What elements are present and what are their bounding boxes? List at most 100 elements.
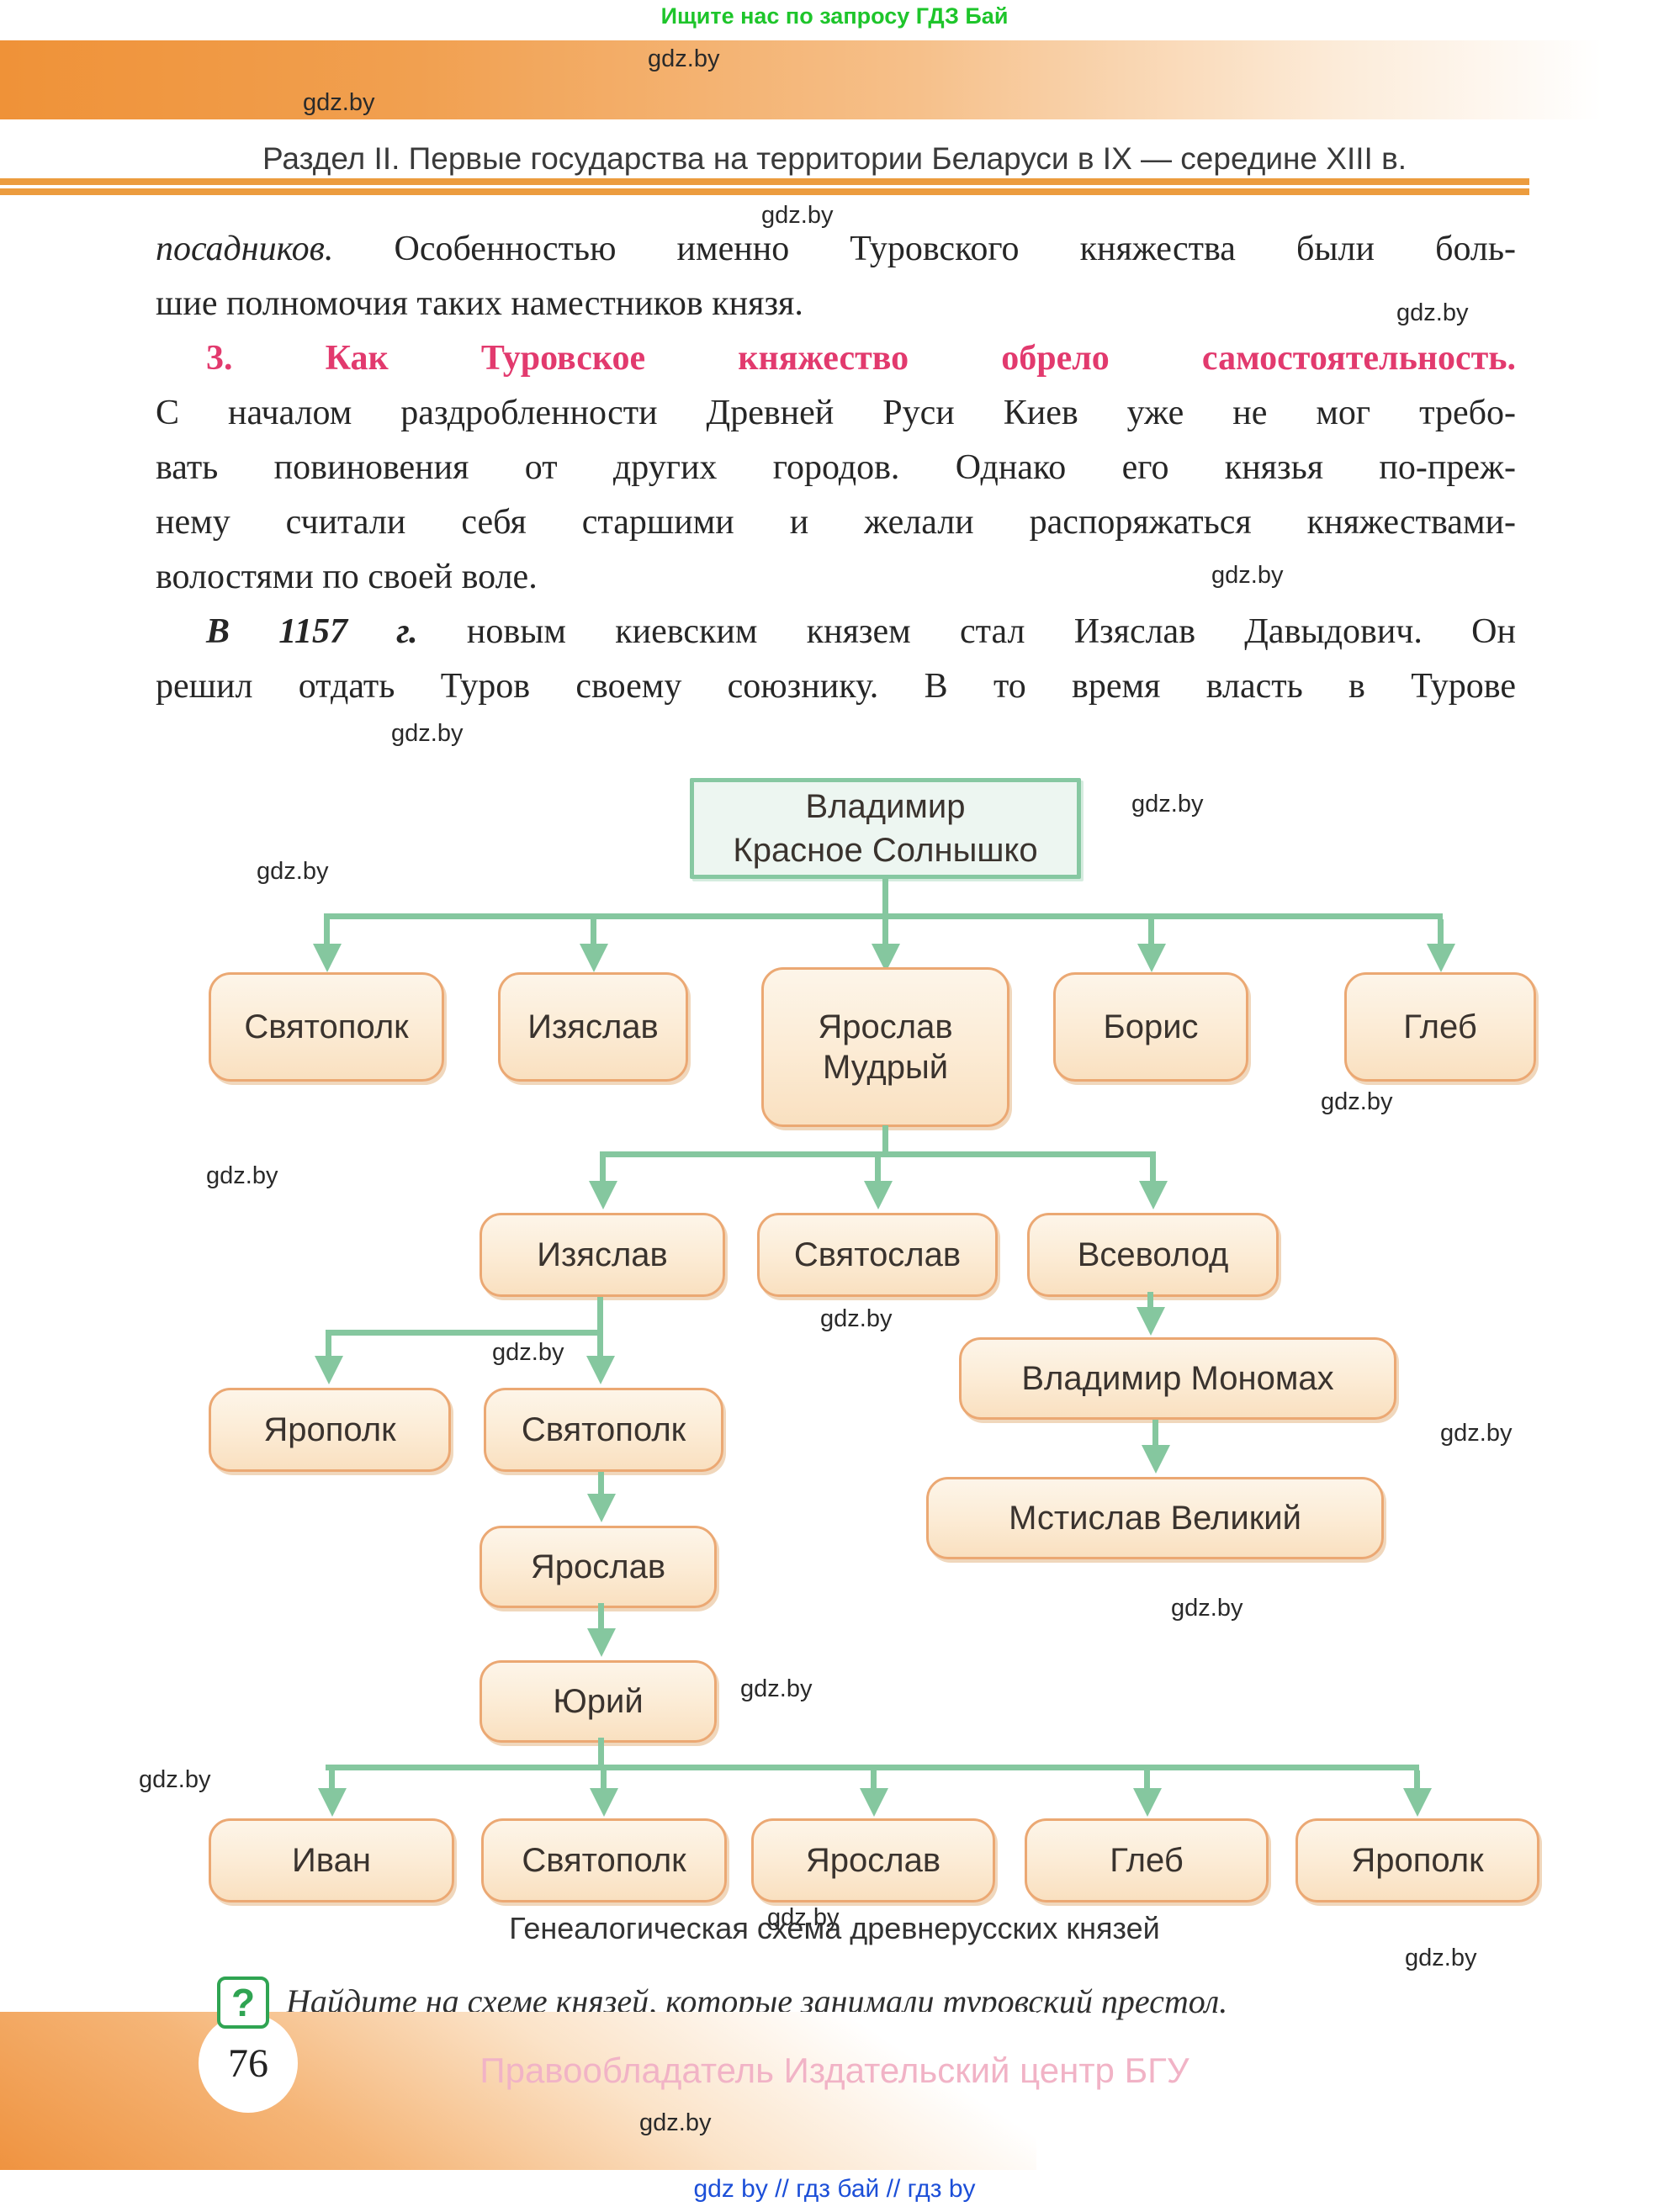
watermark-gdzby: gdz.by: [740, 1675, 813, 1702]
node-gleb-1: Глеб: [1344, 972, 1536, 1082]
connector-line: [1152, 1420, 1158, 1447]
node-mstislav-velikiy: Мстислав Великий: [926, 1477, 1384, 1559]
node-boris: Борис: [1053, 972, 1248, 1082]
arrowhead-down-icon: [1137, 944, 1166, 972]
node-vsevolod: Всеволод: [1027, 1213, 1279, 1297]
watermark-gdzby: gdz.by: [1321, 1088, 1393, 1115]
promo-banner: Ищите нас по запросу ГДЗ Бай: [660, 3, 1009, 29]
node-izyaslav-2: Изяслав: [480, 1213, 725, 1297]
node-svyatopolk-1: Святополк: [209, 972, 444, 1082]
divider-line: [0, 188, 1529, 195]
watermark-gdzby: gdz.by: [639, 2109, 712, 2136]
watermark-gdzby: gdz.by: [303, 89, 375, 116]
node-yaroslav-3: Ярослав: [480, 1526, 717, 1608]
date-bold-italic: В 1157 г.: [206, 612, 418, 651]
connector-line: [326, 1336, 331, 1357]
divider-line: [0, 178, 1529, 185]
connector-line: [598, 1603, 604, 1630]
copyright-text: Правообладатель Издательский центр БГУ: [480, 2051, 1189, 2090]
arrowhead-down-icon: [589, 1181, 617, 1209]
watermark-gdzby: gdz.by: [761, 202, 834, 229]
watermark-gdzby: gdz.by: [139, 1766, 211, 1793]
arrowhead-down-icon: [587, 1628, 616, 1657]
diagram-caption: Генеалогическая схема древнерусских княз…: [509, 1911, 1160, 1945]
node-yuri: Юрий: [480, 1660, 717, 1743]
connector-line: [1414, 1770, 1420, 1790]
paragraph-line: решил отдать Туров своему союзнику. В то…: [156, 667, 1516, 706]
connector-line: [591, 919, 596, 945]
node-svyatopolk-2: Святополк: [484, 1388, 723, 1472]
connector-line: [1147, 1292, 1153, 1309]
footer-gradient-block: [0, 2012, 1036, 2170]
node-ivan: Иван: [209, 1818, 454, 1902]
connector-line: [326, 1765, 1419, 1770]
watermark-gdzby: gdz.by: [767, 1904, 840, 1931]
footer-links[interactable]: gdz by // гдз бай // гдз by: [693, 2175, 976, 2203]
connector-line: [597, 1336, 603, 1357]
connector-line: [601, 1770, 607, 1790]
paragraph-line: вать повиновения от других городов. Одна…: [156, 448, 1516, 487]
connector-line: [324, 919, 330, 945]
question-mark-icon: ?: [217, 1977, 269, 2029]
arrowhead-down-icon: [860, 1788, 888, 1817]
node-svyatoslav: Святослав: [757, 1213, 998, 1297]
orange-gradient-bar: [0, 40, 1669, 119]
arrowhead-down-icon: [1139, 1181, 1168, 1209]
arrowhead-down-icon: [318, 1788, 347, 1817]
connector-line: [324, 913, 1443, 919]
connector-line: [598, 1472, 604, 1495]
watermark-gdzby: gdz.by: [1171, 1595, 1243, 1622]
watermark-gdzby: gdz.by: [648, 45, 720, 72]
connector-line: [1150, 1157, 1156, 1183]
watermark-gdzby: gdz.by: [820, 1305, 893, 1332]
connector-line: [882, 1125, 888, 1157]
watermark-gdzby: gdz.by: [1396, 299, 1469, 326]
arrowhead-down-icon: [1133, 1788, 1162, 1817]
node-gleb-2: Глеб: [1025, 1818, 1269, 1902]
connector-line: [597, 1297, 603, 1336]
watermark-gdzby: gdz.by: [1405, 1945, 1477, 1971]
arrowhead-down-icon: [315, 1356, 343, 1384]
connector-line: [600, 1157, 606, 1183]
arrowhead-down-icon: [580, 944, 608, 972]
section-title: Раздел II. Первые государства на террито…: [262, 141, 1407, 176]
connector-line: [1144, 1770, 1150, 1790]
connector-line: [882, 879, 888, 919]
term-italic: посадников.: [156, 230, 334, 268]
paragraph-line: нему считали себя старшими и желали расп…: [156, 503, 1516, 542]
arrowhead-down-icon: [1137, 1307, 1165, 1336]
arrowhead-down-icon: [1142, 1445, 1170, 1474]
connector-line: [326, 1330, 603, 1336]
connector-line: [1438, 919, 1444, 945]
arrowhead-down-icon: [1403, 1788, 1432, 1817]
arrowhead-down-icon: [590, 1788, 618, 1817]
connector-line: [600, 1151, 1156, 1157]
paragraph-line: посадников. Особенностью именно Туровско…: [156, 230, 1516, 268]
connector-line: [882, 919, 888, 945]
page-number: 76: [199, 2014, 298, 2113]
node-svyatopolk-3: Святополк: [481, 1818, 727, 1902]
watermark-gdzby: gdz.by: [206, 1162, 278, 1189]
node-yaropolk-2: Ярополк: [1295, 1818, 1539, 1902]
connector-line: [1148, 919, 1154, 945]
node-vladimir-monomakh: Владимир Мономах: [959, 1337, 1396, 1420]
arrowhead-down-icon: [313, 944, 342, 972]
paragraph-heading: 3. Как Туровское княжество обрело самост…: [206, 339, 1516, 378]
node-yaroslav-4: Ярослав: [751, 1818, 995, 1902]
arrowhead-down-icon: [864, 1181, 893, 1209]
connector-line: [871, 1770, 877, 1790]
watermark-gdzby: gdz.by: [1440, 1420, 1513, 1447]
paragraph-line: С началом раздробленности Древней Руси К…: [156, 394, 1516, 432]
watermark-gdzby: gdz.by: [1131, 791, 1204, 818]
node-yaropolk-1: Ярополк: [209, 1388, 451, 1472]
connector-line: [329, 1770, 335, 1790]
watermark-gdzby: gdz.by: [492, 1339, 564, 1366]
node-izyaslav-1: Изяслав: [498, 972, 688, 1082]
arrowhead-down-icon: [586, 1356, 615, 1384]
arrowhead-down-icon: [587, 1494, 616, 1522]
watermark-gdzby: gdz.by: [391, 720, 464, 747]
arrowhead-down-icon: [1427, 944, 1455, 972]
